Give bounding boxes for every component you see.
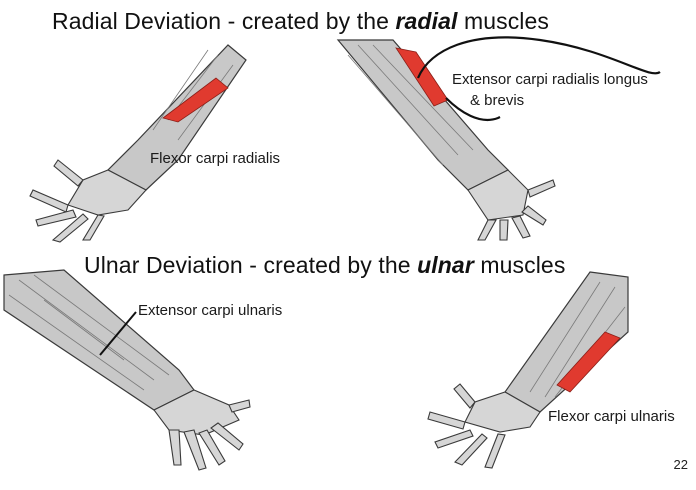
label-extensor-carpi-radialis-line1: Extensor carpi radialis longus	[452, 71, 648, 88]
forearm-illustration-flexor-ulnaris	[420, 272, 630, 472]
radial-deviation-heading: Radial Deviation - created by the radial…	[52, 8, 549, 35]
forearm-illustration-extensor-radialis	[338, 40, 578, 240]
label-flexor-carpi-ulnaris: Flexor carpi ulnaris	[548, 408, 675, 425]
page-number: 22	[674, 457, 688, 472]
forearm-illustration-flexor-radialis	[28, 40, 248, 240]
label-flexor-carpi-radialis: Flexor carpi radialis	[150, 150, 280, 167]
radial-heading-prefix: Radial Deviation - created by the	[52, 8, 395, 34]
label-extensor-carpi-ulnaris: Extensor carpi ulnaris	[138, 302, 282, 319]
radial-heading-emphasis: radial	[395, 8, 457, 34]
radial-heading-suffix: muscles	[457, 8, 549, 34]
label-extensor-carpi-radialis-line2: & brevis	[470, 92, 524, 109]
forearm-shape	[4, 270, 194, 410]
